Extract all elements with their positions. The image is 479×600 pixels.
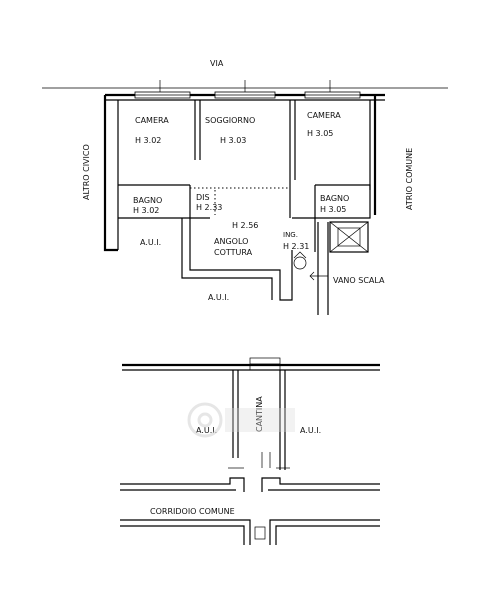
bagno-right-walls (314, 184, 371, 219)
kitchen-height: H 2.56 (232, 221, 258, 230)
vano-scala-label: VANO SCALA (333, 276, 385, 285)
lift-shaft (329, 221, 369, 253)
dis-label: DIS (196, 193, 210, 202)
cantina-label: CANTINA (255, 396, 264, 432)
dis-height: H 2.33 (196, 203, 222, 212)
ing-label: ING. (283, 231, 298, 239)
ing-height: H 2.31 (283, 242, 309, 251)
corridoio-label: CORRIDOIO COMUNE (150, 507, 235, 516)
camera-right-label: CAMERA (307, 111, 341, 120)
camera-left-label: CAMERA (135, 116, 169, 125)
aui-bottom-label: A.U.I. (208, 293, 229, 302)
bagno-left-label: BAGNO (133, 196, 162, 205)
aui-cellar-right-label: A.U.I. (300, 426, 321, 435)
corridor-top-wall-left (120, 477, 245, 492)
kitchen-walls (189, 218, 293, 301)
camera-right-height: H 3.05 (307, 129, 333, 138)
via-label: VIA (210, 59, 224, 68)
entrance-door-swing (293, 256, 307, 270)
bagno-right-height: H 3.05 (320, 205, 346, 214)
atrio-comune-label: ATRIO COMUNE (405, 148, 414, 210)
angolo-label: ANGOLO (214, 237, 248, 246)
corridor-bottom-wall-left (120, 519, 251, 545)
left-outer-wall (103, 95, 118, 252)
apartment-plan: VIA ALTRO CIVICO ATRIO COMUNE CAMERA H 3… (42, 59, 448, 315)
corridor-top-wall-right (261, 477, 380, 492)
cellar-plan: CANTINA A.U.I. A.U.I. CORRIDOIO COMUNE (120, 357, 380, 545)
watermark-logo (187, 402, 295, 438)
altro-civico-label: ALTRO CIVICO (82, 144, 91, 200)
bagno-left-height: H 3.02 (133, 206, 159, 215)
soggiorno-height: H 3.03 (220, 136, 246, 145)
aui-cellar-left-label: A.U.I. (196, 426, 217, 435)
cottura-label: COTTURA (214, 248, 253, 257)
bagno-right-label: BAGNO (320, 194, 349, 203)
windows (134, 80, 361, 99)
camera-left-height: H 3.02 (135, 136, 161, 145)
aui-left-label: A.U.I. (140, 238, 161, 247)
soggiorno-label: SOGGIORNO (205, 116, 255, 125)
corridor-bottom-wall-right (269, 519, 380, 545)
